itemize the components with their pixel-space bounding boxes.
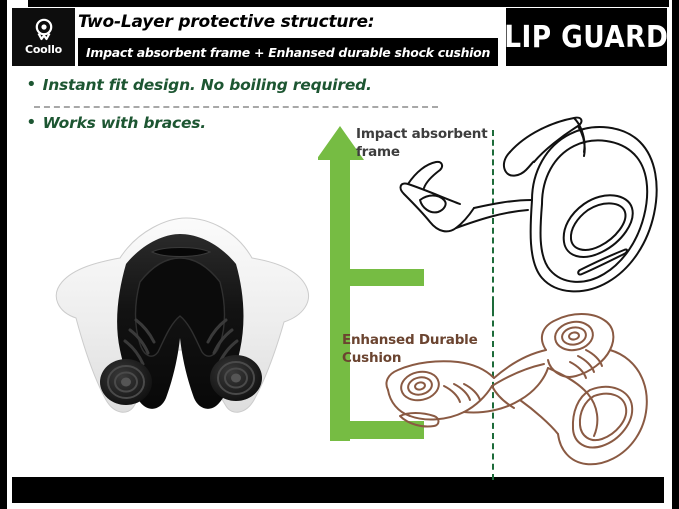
impact-absorbent-frame-line-drawing <box>382 112 672 307</box>
up-arrow-bracket-icon <box>318 126 430 441</box>
product-badge-label: LIP GUARD <box>504 19 669 55</box>
page-title: Two-Layer protective structure: <box>78 12 375 32</box>
feature-text: Instant fit design. No boiling required. <box>42 76 372 94</box>
bullet-icon: • <box>26 112 37 133</box>
list-item: • Works with braces. <box>26 114 446 140</box>
product-photo <box>40 200 320 430</box>
enhanced-durable-cushion-line-drawing <box>378 298 672 483</box>
brand-name: Coollo <box>24 43 63 56</box>
bullet-icon: • <box>26 74 37 95</box>
list-item: • Instant fit design. No boiling require… <box>26 76 446 102</box>
frame-bottom-bar <box>12 477 664 503</box>
frame-top-strip <box>28 0 669 7</box>
feature-divider <box>34 106 438 108</box>
guide-line-top <box>492 130 494 312</box>
header-subtitle-band: Impact absorbent frame + Enhansed durabl… <box>78 38 498 66</box>
diagram-label-frame: Impact absorbent frame <box>356 126 488 160</box>
feature-text: Works with braces. <box>42 114 207 132</box>
brand-logo: Coollo <box>12 8 75 66</box>
guide-line-bottom <box>492 300 494 480</box>
diagram-label-cushion: Enhansed Durable Cushion <box>342 332 478 366</box>
header-title-band: Two-Layer protective structure: <box>78 8 498 36</box>
frame-edge-left <box>0 0 7 509</box>
badge-ribbon-icon <box>35 18 52 41</box>
product-badge: LIP GUARD <box>504 8 669 66</box>
frame-edge-right <box>672 0 679 509</box>
feature-list: • Instant fit design. No boiling require… <box>26 76 446 140</box>
lip-guard-mouthguard-photo <box>55 217 309 413</box>
grip-pad-left <box>100 359 152 405</box>
page-subtitle: Impact absorbent frame + Enhansed durabl… <box>86 44 491 60</box>
grip-pad-right <box>210 355 262 401</box>
header: Coollo Two-Layer protective structure: I… <box>12 8 669 66</box>
